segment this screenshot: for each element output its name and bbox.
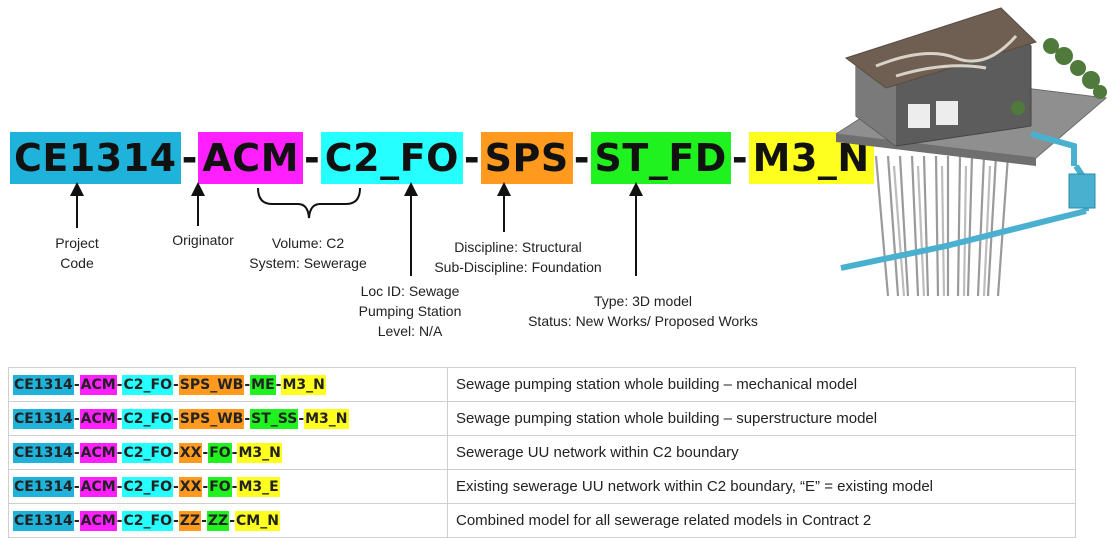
label-discipline: Discipline: Structural Sub-Discipline: F… bbox=[434, 239, 602, 275]
example-description: Sewerage UU network within C2 boundary bbox=[447, 435, 1076, 470]
separator: - bbox=[202, 444, 209, 461]
code-segment: FO bbox=[208, 476, 232, 497]
foundation-piles bbox=[874, 155, 1010, 296]
example-code: CE1314-ACM-C2_FO-SPS_WB-ME-M3_N bbox=[8, 367, 448, 402]
vegetation bbox=[1011, 38, 1107, 115]
segment-discipline: ST_FD bbox=[590, 132, 731, 184]
separator: - bbox=[73, 478, 80, 495]
separator: - bbox=[298, 410, 305, 427]
code-segment: ME bbox=[250, 374, 276, 395]
code-segment: ZZ bbox=[206, 510, 230, 531]
separator: - bbox=[304, 136, 320, 180]
separator: - bbox=[172, 478, 179, 495]
code-segment: CE1314 bbox=[13, 476, 74, 497]
code-segment: ST_SS bbox=[250, 408, 299, 429]
code-segment: CM_N bbox=[235, 510, 280, 531]
separator: - bbox=[172, 410, 179, 427]
label-type-status: Type: 3D model Status: New Works/ Propos… bbox=[528, 293, 758, 329]
code-segment: M3_E bbox=[237, 476, 280, 497]
example-description: Combined model for all sewerage related … bbox=[447, 503, 1076, 538]
code-segment: ACM bbox=[79, 374, 117, 395]
example-code: CE1314-ACM-C2_FO-ZZ-ZZ-CM_N bbox=[8, 503, 448, 538]
separator: - bbox=[73, 410, 80, 427]
code-segment: XX bbox=[178, 442, 203, 463]
separator: - bbox=[116, 376, 123, 393]
separator: - bbox=[731, 136, 748, 180]
code-segment: XX bbox=[178, 476, 203, 497]
code-segment: FO bbox=[208, 442, 232, 463]
code-segment: SPS_WB bbox=[178, 408, 245, 429]
example-description: Sewage pumping station whole building – … bbox=[447, 367, 1076, 402]
separator: - bbox=[244, 376, 251, 393]
label-volume-system: Volume: C2 System: Sewerage bbox=[249, 235, 367, 271]
code-segment: C2_FO bbox=[122, 374, 173, 395]
separator: - bbox=[73, 444, 80, 461]
code-segment: M3_N bbox=[281, 374, 326, 395]
segment-originator: ACM bbox=[198, 132, 304, 184]
label-location: Loc ID: Sewage Pumping Station Level: N/… bbox=[358, 283, 462, 339]
example-code: CE1314-ACM-C2_FO-XX-FO-M3_N bbox=[8, 435, 448, 470]
separator: - bbox=[172, 512, 179, 529]
segment-volume-system: C2_FO bbox=[320, 132, 463, 184]
example-description: Sewage pumping station whole building – … bbox=[447, 401, 1076, 436]
code-segment: CE1314 bbox=[13, 510, 74, 531]
separator: - bbox=[573, 136, 590, 180]
separator: - bbox=[73, 376, 80, 393]
separator: - bbox=[116, 410, 123, 427]
code-segment: C2_FO bbox=[122, 442, 173, 463]
separator: - bbox=[172, 444, 179, 461]
separator: - bbox=[231, 444, 238, 461]
separator: - bbox=[202, 478, 209, 495]
code-segment: CE1314 bbox=[13, 408, 74, 429]
code-segment: SPS_WB bbox=[178, 374, 245, 395]
code-segment: C2_FO bbox=[122, 510, 173, 531]
code-segment: C2_FO bbox=[122, 476, 173, 497]
separator: - bbox=[229, 512, 236, 529]
3d-model-image bbox=[836, 7, 1108, 296]
code-segment: ACM bbox=[79, 510, 117, 531]
brace-volume bbox=[257, 187, 361, 219]
example-description: Existing sewerage UU network within C2 b… bbox=[447, 469, 1076, 504]
separator: - bbox=[463, 136, 480, 180]
example-code: CE1314-ACM-C2_FO-XX-FO-M3_E bbox=[8, 469, 448, 504]
code-segment: C2_FO bbox=[122, 408, 173, 429]
separator: - bbox=[73, 512, 80, 529]
code-segment: ACM bbox=[79, 408, 117, 429]
code-segment: M3_N bbox=[237, 442, 282, 463]
separator: - bbox=[231, 478, 238, 495]
segment-project-code: CE1314 bbox=[10, 132, 181, 184]
separator: - bbox=[116, 444, 123, 461]
separator: - bbox=[172, 376, 179, 393]
label-originator: Originator bbox=[172, 232, 234, 248]
separator: - bbox=[275, 376, 282, 393]
code-segment: CE1314 bbox=[13, 442, 74, 463]
code-segment: ZZ bbox=[178, 510, 202, 531]
code-segment: CE1314 bbox=[13, 374, 74, 395]
code-segment: ACM bbox=[79, 476, 117, 497]
separator: - bbox=[244, 410, 251, 427]
segment-location: SPS bbox=[480, 132, 573, 184]
separator: - bbox=[201, 512, 207, 529]
code-segment: M3_N bbox=[304, 408, 349, 429]
separator: - bbox=[181, 136, 198, 180]
separator: - bbox=[116, 512, 123, 529]
code-segment: ACM bbox=[79, 442, 117, 463]
separator: - bbox=[116, 478, 123, 495]
example-code: CE1314-ACM-C2_FO-SPS_WB-ST_SS-M3_N bbox=[8, 401, 448, 436]
label-project-code: Project Code bbox=[55, 235, 99, 271]
naming-code: CE1314-ACM-C2_FO-SPS-ST_FD-M3_N bbox=[10, 132, 874, 184]
